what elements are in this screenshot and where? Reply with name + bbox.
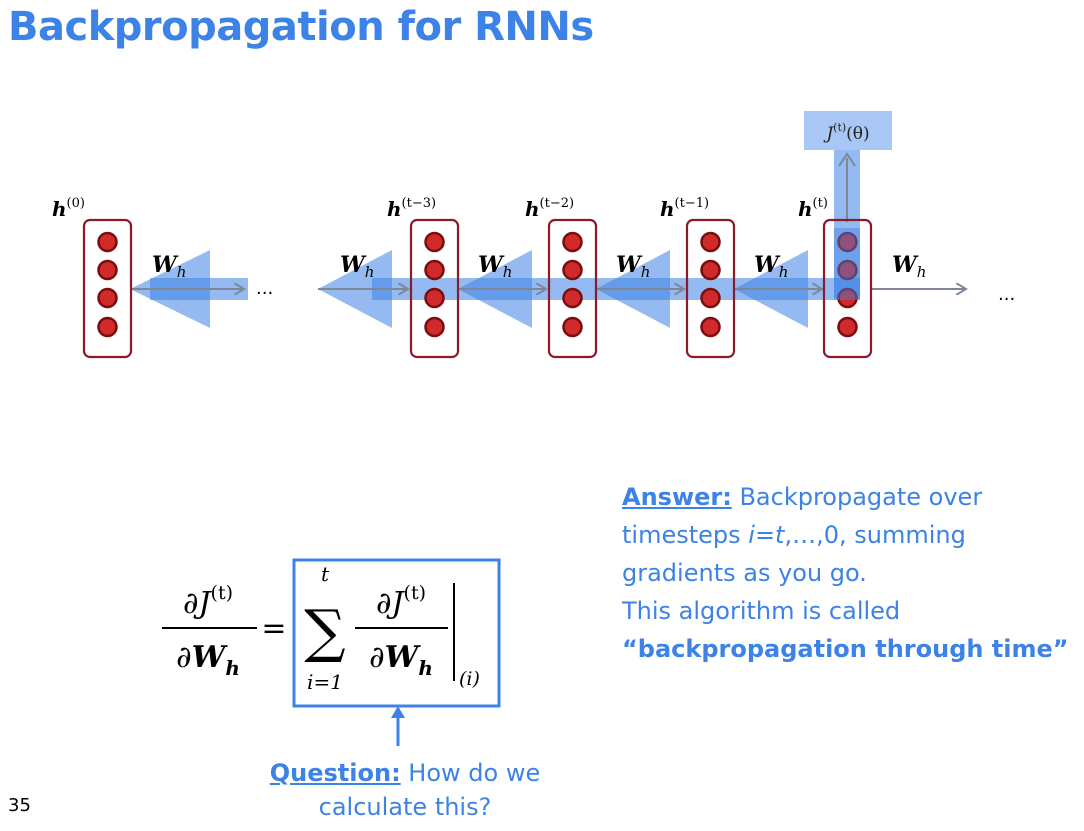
page-number: 35 [8,795,31,816]
question-arrow-head [391,706,405,718]
question-label: Question: [269,759,401,787]
eval-subscript: (i) [459,668,480,690]
hidden-state-t-minus-1 [685,218,736,359]
answer-line-1: Backpropagate over [731,483,983,511]
answer-term: “backpropagation through time” [622,635,1069,663]
sum-highlight-box [292,558,501,708]
hidden-label-t-minus-2: h(t−2) [525,196,574,221]
hidden-label-0: h(0) [52,196,85,221]
lhs-denominator: ∂Wh [176,640,240,680]
answer-line-2-pre: timesteps [622,521,749,549]
ellipsis-right: ... [998,284,1015,305]
answer-text: Answer: Backpropagate over timesteps i=t… [622,478,1077,668]
question-text: Question: How do we calculate this? [240,756,570,824]
question-line-2: calculate this? [318,793,492,821]
answer-line-2-post: ,…,0, summing [784,521,966,549]
answer-line-2-italic: i=t [748,521,785,549]
hidden-label-t-minus-3: h(t−3) [387,196,436,221]
answer-line-3: gradients as you go. [622,559,867,587]
slide-title: Backpropagation for RNNs [8,4,594,50]
loss-label: J(t)(θ) [823,121,869,144]
lhs-numerator: ∂J(t) [183,582,233,621]
inner-numerator: ∂J(t) [376,582,426,621]
equals-sign: = [261,611,286,646]
output-arrow-head [838,152,856,167]
weight-label-1: Wh [152,252,186,281]
sum-upper-limit: t [321,562,330,586]
inner-denominator: ∂Wh [369,640,433,680]
gradient-overlay-h-t [834,228,860,300]
sum-lower-limit: i=1 [307,670,343,694]
sum-symbol: ∑ [304,597,345,665]
question-line-1: How do we [400,759,541,787]
hidden-state-t [822,218,873,359]
ellipsis-left: ... [256,278,273,299]
hidden-label-t: h(t) [798,196,828,221]
answer-label: Answer: [622,483,732,511]
hidden-state-0 [82,218,133,359]
hidden-label-t-minus-1: h(t−1) [660,196,709,221]
answer-line-4: This algorithm is called [622,597,901,625]
gradient-formula: ∂J(t) ∂Wh = t ∑ i=1 ∂J(t) ∂Wh (i) [162,558,501,708]
weight-label-6: Wh [892,252,926,281]
weight-label-3: Wh [478,252,512,281]
hidden-state-t-minus-2 [547,218,598,359]
loss-highlight-box [804,111,892,150]
weight-label-2: Wh [340,252,374,281]
weight-label-4: Wh [616,252,650,281]
weight-label-5: Wh [754,252,788,281]
hidden-state-t-minus-3 [409,218,460,359]
